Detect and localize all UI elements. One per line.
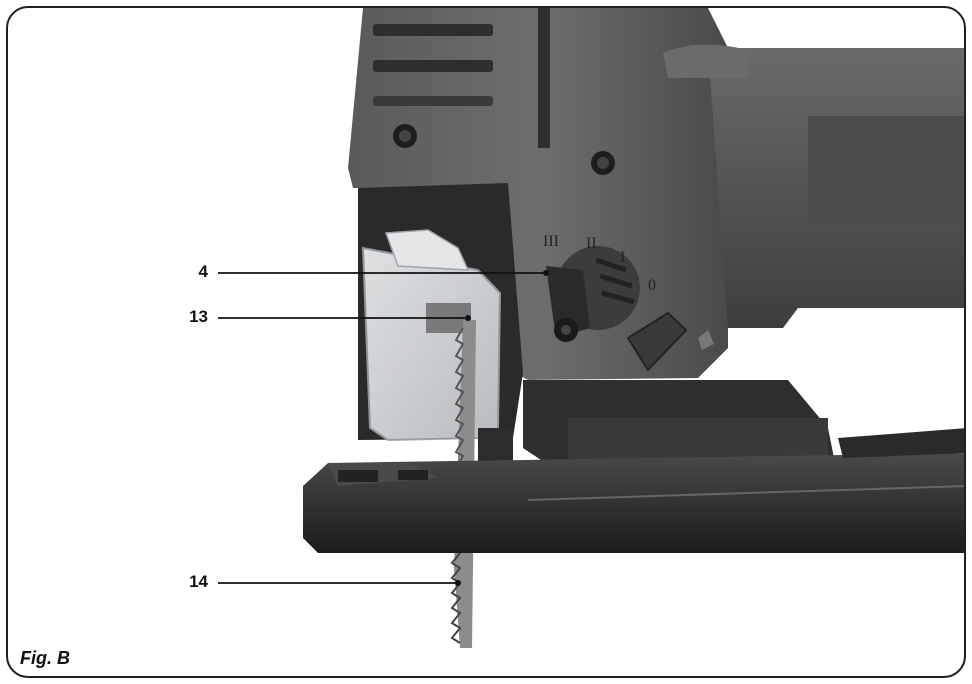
handle-panel xyxy=(808,116,964,226)
jigsaw-illustration: III II I 0 xyxy=(218,8,964,648)
dial-mark: II xyxy=(586,235,597,252)
bevel-angle-lever xyxy=(546,266,590,338)
callout-label-13: 13 xyxy=(189,307,208,326)
vent-slot xyxy=(373,24,493,36)
dial-mark: I xyxy=(620,249,625,266)
vent-slot xyxy=(538,8,550,148)
dial-mark: 0 xyxy=(648,277,656,294)
callout-label-14: 14 xyxy=(189,572,208,591)
callout-label-4: 4 xyxy=(198,262,208,281)
base-plate xyxy=(303,453,964,553)
figure-frame: III II I 0 xyxy=(6,6,966,678)
blade-guard xyxy=(361,246,502,442)
figure-caption: Fig. B xyxy=(20,648,70,668)
vent-slot xyxy=(373,96,493,106)
vent-slot xyxy=(373,60,493,72)
dial-mark: III xyxy=(543,233,559,250)
lock-switch xyxy=(626,311,688,372)
